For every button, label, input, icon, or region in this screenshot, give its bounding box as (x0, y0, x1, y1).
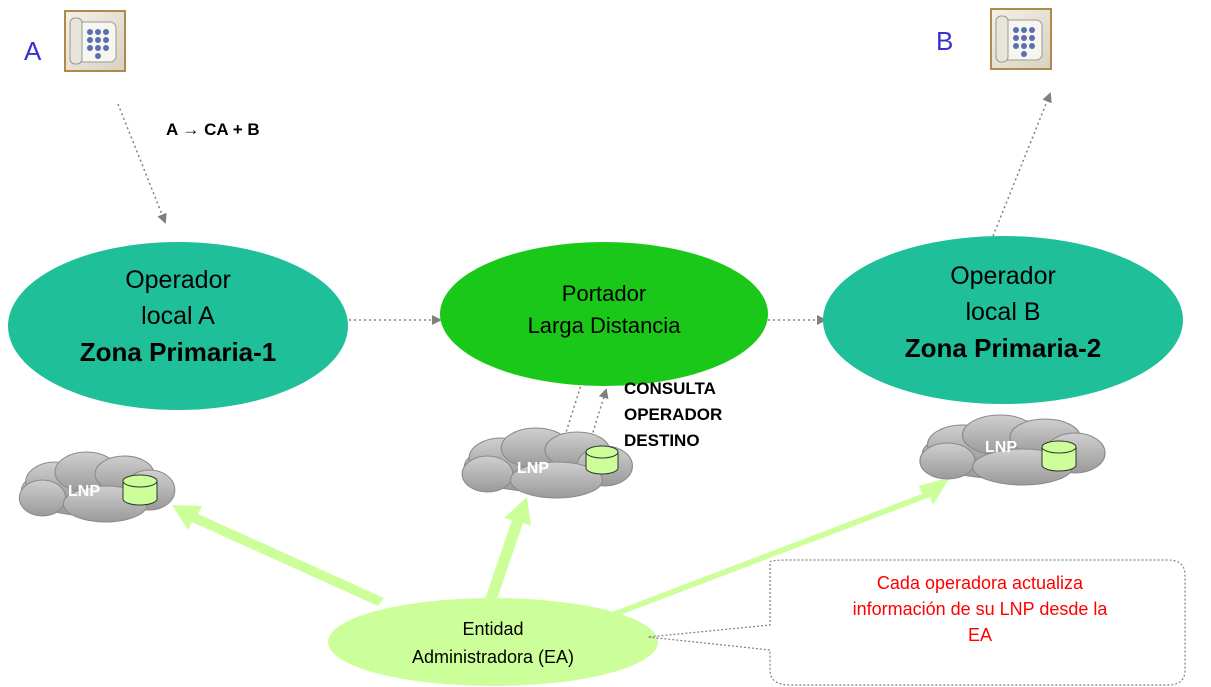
telephone-icon (990, 8, 1052, 70)
operator-local-b-zone: Zona Primaria-2 (904, 333, 1102, 363)
database-icon-right (1041, 440, 1077, 472)
connector-operator-b-to-phone-b (992, 92, 1052, 237)
lnp-label-left: LNP (68, 483, 100, 500)
consulta-label: CONSULTA OPERADOR DESTINO (624, 376, 722, 454)
operator-local-a-line1: Operador (125, 266, 231, 294)
ea-arrow-to-left-lnp (172, 505, 384, 606)
flow-label-right: CA + B (204, 120, 260, 139)
operator-local-a-line2: local A (141, 302, 215, 330)
ea-line1: Entidad (462, 619, 524, 639)
operator-local-b-label: Operador local B Zona Primaria-2 (853, 258, 1153, 366)
connector-lnp-to-carrier (589, 388, 609, 443)
telephone-icon (64, 10, 126, 72)
lnp-label-center: LNP (517, 460, 549, 477)
phone-b-label: B (936, 26, 954, 56)
carrier-line2: Larga Distancia (527, 313, 681, 338)
database-icon-center (585, 445, 619, 475)
database-icon-left (122, 474, 158, 506)
carrier-label: Portador Larga Distancia (454, 278, 754, 342)
consulta-line3: DESTINO (624, 431, 700, 450)
note-line3: EA (967, 625, 992, 645)
ea-arrows (172, 477, 950, 615)
note-callout-box (647, 559, 1186, 686)
operator-local-b-line2: local B (965, 298, 1041, 326)
note-line2: información de su LNP desde la (852, 599, 1108, 619)
connector-phone-a-to-operator-a (117, 103, 167, 224)
ea-arrow-to-center-lnp (484, 497, 531, 605)
flow-label: A → CA + B (166, 120, 260, 140)
operator-local-a-zone: Zona Primaria-1 (79, 337, 277, 367)
lnp-label-right: LNP (985, 439, 1017, 456)
operator-local-a-node (8, 242, 348, 410)
ea-label: Entidad Administradora (EA) (343, 615, 643, 671)
operator-local-b-line1: Operador (950, 262, 1056, 290)
ea-arrow-to-right-lnp (612, 477, 950, 615)
arrow-right-icon: → (182, 120, 200, 139)
ea-node (328, 598, 658, 686)
ea-line2: Administradora (EA) (411, 647, 575, 667)
note-text: Cada operadora actualiza información de … (780, 570, 1180, 648)
operator-local-b-node (823, 236, 1183, 404)
note-line1: Cada operadora actualiza (876, 573, 1084, 593)
carrier-node (440, 242, 768, 386)
consulta-line1: CONSULTA (624, 379, 716, 398)
consulta-line2: OPERADOR (624, 405, 723, 424)
carrier-line1: Portador (561, 281, 647, 306)
operator-local-a-label: Operador local A Zona Primaria-1 (28, 262, 328, 370)
flow-label-left: A (166, 120, 178, 139)
phone-a-label: A (24, 36, 42, 66)
